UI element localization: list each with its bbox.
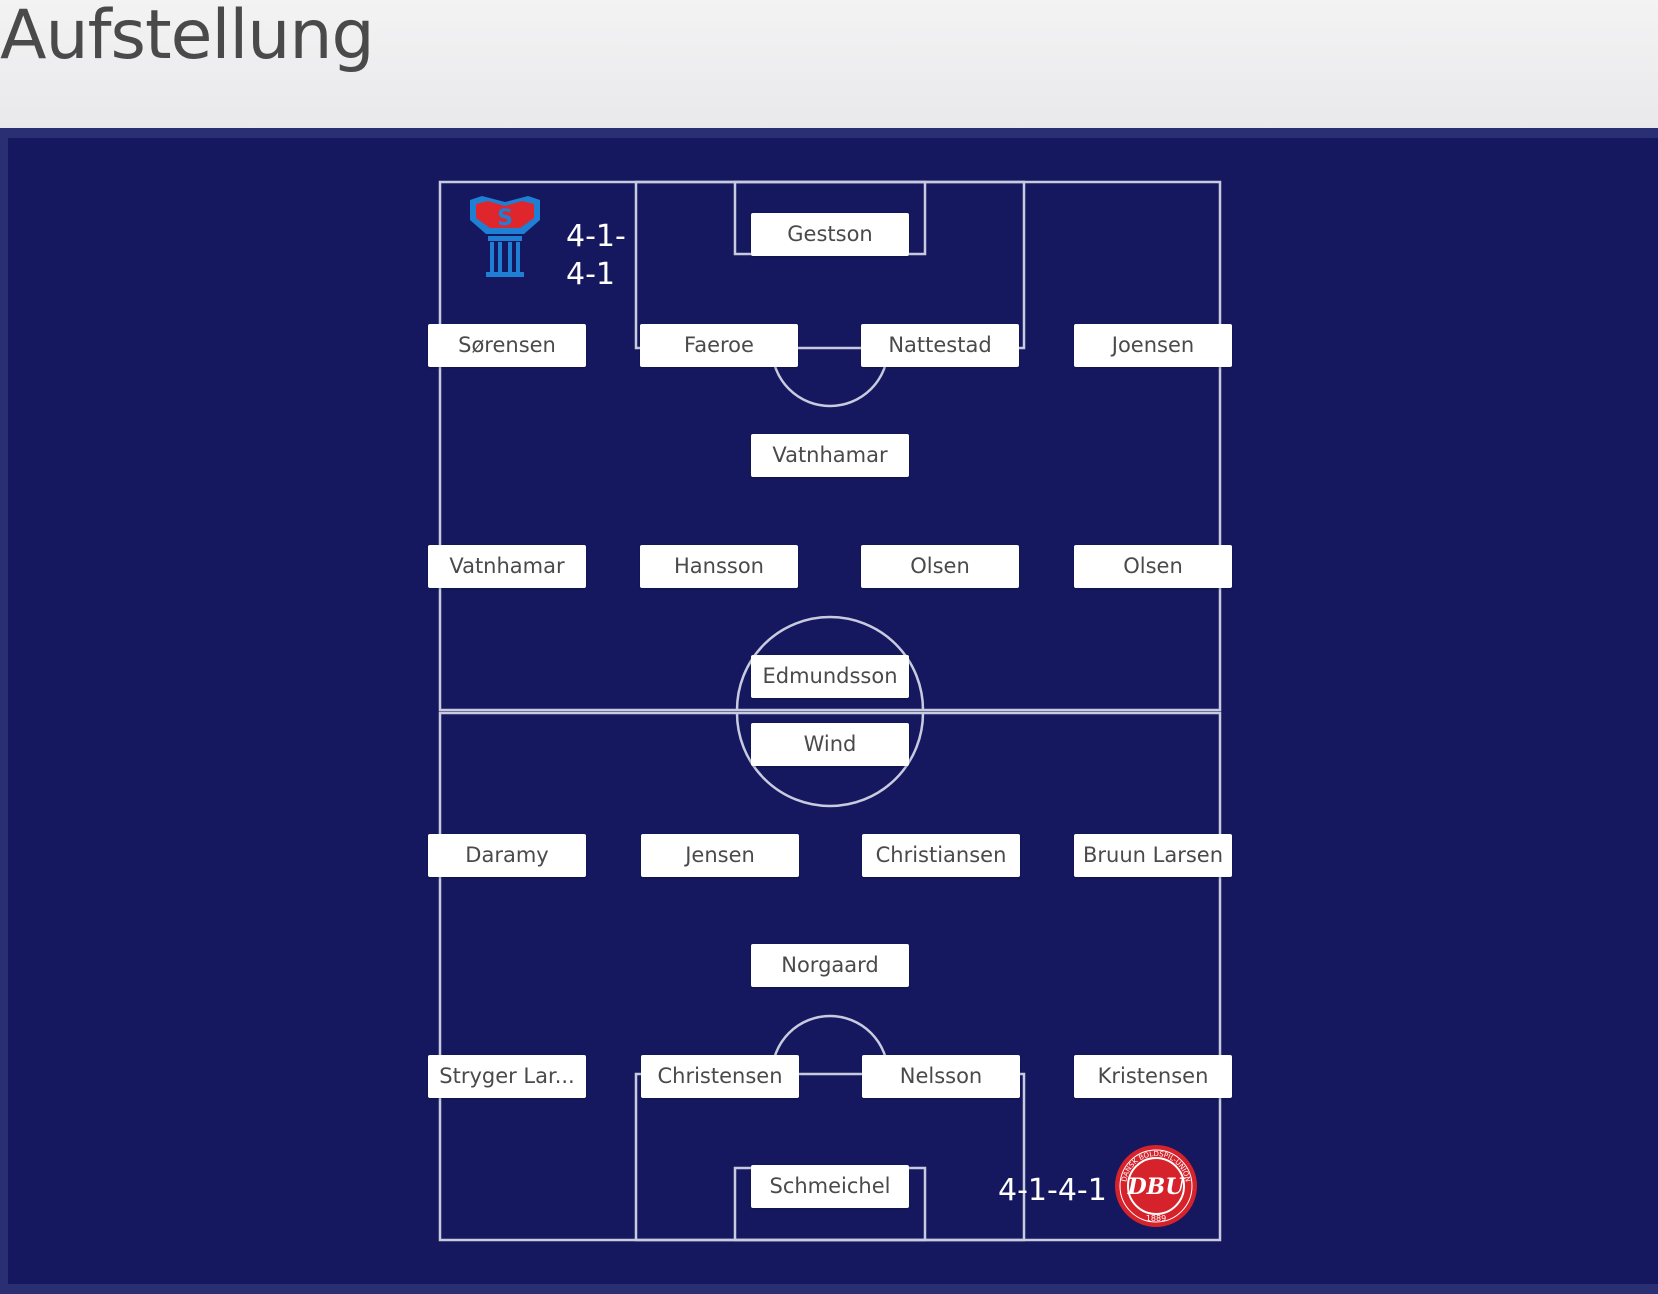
- player-home-midfielder-left[interactable]: Vatnhamar: [428, 545, 586, 588]
- lineup-background: [8, 138, 1658, 1284]
- player-home-defender-center-right[interactable]: Nattestad: [861, 324, 1019, 367]
- home-formation-line1: 4-1-: [566, 219, 626, 254]
- player-home-defensive-mid[interactable]: Vatnhamar: [751, 434, 909, 477]
- faroe-islands-crest-icon: S: [470, 196, 540, 277]
- player-away-defender-left[interactable]: Stryger Lar...: [428, 1055, 586, 1098]
- lineup-panel: [0, 128, 1658, 1294]
- page-header: Aufstellung: [0, 0, 1658, 128]
- player-away-midfielder-right[interactable]: Bruun Larsen: [1074, 834, 1232, 877]
- player-away-goalkeeper[interactable]: Schmeichel: [751, 1165, 909, 1208]
- player-home-defender-center-left[interactable]: Faeroe: [640, 324, 798, 367]
- dbu-crest-letters: DBU: [1127, 1174, 1187, 1200]
- player-home-forward[interactable]: Edmundsson: [751, 655, 909, 698]
- player-away-forward[interactable]: Wind: [751, 723, 909, 766]
- player-away-defender-right[interactable]: Kristensen: [1074, 1055, 1232, 1098]
- dbu-crest-year: 1889: [1146, 1214, 1166, 1223]
- player-away-defensive-mid[interactable]: Norgaard: [751, 944, 909, 987]
- player-away-defender-center-right[interactable]: Nelsson: [862, 1055, 1020, 1098]
- player-away-midfielder-center-right[interactable]: Christiansen: [862, 834, 1020, 877]
- player-home-midfielder-right[interactable]: Olsen: [1074, 545, 1232, 588]
- svg-text:S: S: [497, 206, 513, 231]
- player-home-midfielder-center-right[interactable]: Olsen: [861, 545, 1019, 588]
- player-home-defender-left[interactable]: Sørensen: [428, 324, 586, 367]
- player-home-goalkeeper[interactable]: Gestson: [751, 213, 909, 256]
- dbu-crest-icon: DBU 1889 DANSK BOLDSPIL-UNION: [1115, 1145, 1197, 1227]
- player-home-defender-right[interactable]: Joensen: [1074, 324, 1232, 367]
- player-away-midfielder-center-left[interactable]: Jensen: [641, 834, 799, 877]
- player-home-midfielder-center-left[interactable]: Hansson: [640, 545, 798, 588]
- home-formation-line2: 4-1: [566, 257, 615, 292]
- away-formation: 4-1-4-1: [998, 1173, 1107, 1208]
- player-away-midfielder-left[interactable]: Daramy: [428, 834, 586, 877]
- player-away-defender-center-left[interactable]: Christensen: [641, 1055, 799, 1098]
- home-formation: 4-1- 4-1: [566, 218, 646, 294]
- page-title: Aufstellung: [0, 0, 375, 75]
